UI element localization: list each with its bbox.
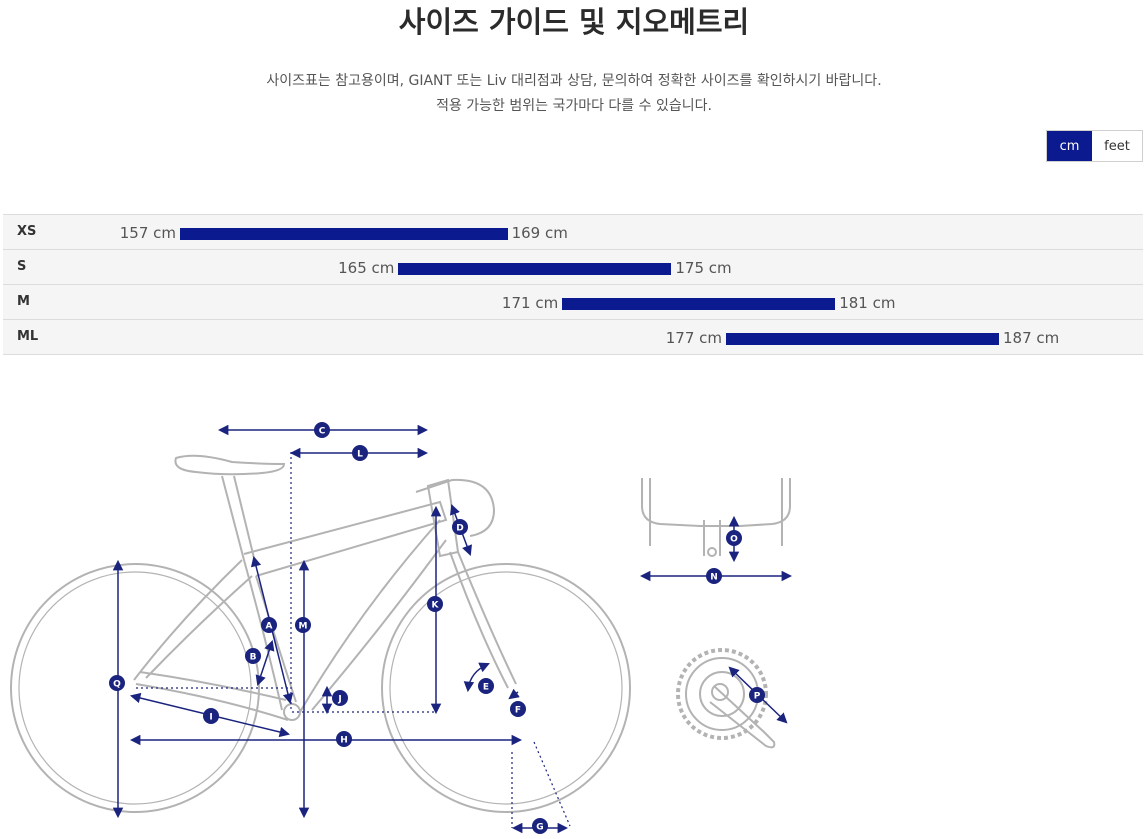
size-label: XS (17, 224, 37, 239)
range-max-label: 169 cm (511, 224, 568, 242)
range-min-label: 157 cm (119, 224, 176, 242)
marker-a: A (261, 617, 277, 633)
svg-text:N: N (710, 573, 718, 583)
svg-text:H: H (340, 736, 348, 746)
size-row-xs: XS 157 cm 169 cm (3, 215, 1143, 250)
marker-d: D (452, 519, 468, 535)
saddle (174, 454, 286, 476)
marker-l: L (352, 445, 368, 461)
marker-n: N (706, 568, 722, 584)
handlebar-detail (639, 478, 793, 582)
marker-j: J (332, 690, 348, 706)
range-min-label: 177 cm (665, 329, 722, 347)
unit-toggle: cm feet (1046, 130, 1143, 162)
svg-text:K: K (432, 601, 440, 611)
front-wheel (381, 563, 631, 813)
size-label: M (17, 294, 30, 309)
front-wheel-inner (389, 571, 623, 805)
svg-text:G: G (536, 823, 543, 833)
marker-h: H (336, 731, 352, 747)
range-bar (726, 333, 999, 345)
svg-text:A: A (266, 622, 273, 632)
svg-text:F: F (515, 706, 521, 716)
size-guide-note: 사이즈표는 참고용이며, GIANT 또는 Liv 대리점과 상담, 문의하여 … (266, 73, 882, 89)
marker-m: M (295, 617, 311, 633)
svg-text:D: D (456, 524, 463, 534)
range-max-label: 175 cm (675, 259, 732, 277)
range-bar (562, 298, 836, 310)
size-row-ml: ML 177 cm 187 cm (3, 320, 1143, 355)
bike-geometry-diagram: C L D K M A B Q J E F I H G O N P (10, 422, 793, 834)
unit-cm-button[interactable]: cm (1047, 131, 1092, 161)
svg-text:E: E (483, 683, 489, 693)
marker-k: K (427, 596, 443, 612)
svg-text:P: P (754, 692, 761, 702)
range-max-label: 181 cm (839, 294, 896, 312)
svg-text:J: J (337, 695, 341, 705)
svg-text:B: B (250, 653, 257, 663)
seatstay (133, 559, 253, 681)
size-row-m: M 171 cm 181 cm (3, 285, 1143, 320)
measurement-lines (112, 424, 569, 834)
marker-f: F (510, 701, 526, 717)
svg-text:O: O (730, 535, 738, 545)
marker-b: B (245, 648, 261, 664)
svg-text:C: C (319, 427, 326, 437)
guide-lines (136, 452, 571, 828)
stem-bars (415, 478, 496, 537)
bike-outline (10, 454, 631, 813)
size-row-s: S 165 cm 175 cm (3, 250, 1143, 285)
svg-text:Q: Q (113, 680, 121, 690)
range-min-label: 165 cm (338, 259, 395, 277)
range-min-label: 171 cm (501, 294, 559, 312)
rider-height-chart: XS 157 cm 169 cm S 165 cm 175 cm M 171 c… (3, 214, 1143, 355)
top-tube (243, 500, 448, 577)
down-tube (299, 519, 447, 713)
fork (449, 551, 517, 689)
range-bar (398, 263, 672, 275)
marker-q: Q (109, 675, 125, 691)
marker-c: C (314, 422, 330, 438)
marker-g: G (532, 818, 548, 834)
marker-e: E (478, 678, 494, 694)
crankset-detail (676, 648, 788, 749)
marker-i: I (203, 708, 219, 724)
page-title: 사이즈 가이드 및 지오메트리 (398, 5, 750, 39)
svg-text:I: I (209, 713, 212, 723)
range-max-label: 187 cm (1003, 329, 1060, 347)
marker-p: P (749, 687, 765, 703)
marker-o: O (726, 530, 742, 546)
svg-text:M: M (299, 622, 308, 632)
range-bar (180, 228, 508, 240)
size-label: S (17, 259, 27, 274)
region-note: 적용 가능한 범위는 국가마다 다를 수 있습니다. (436, 98, 712, 114)
svg-text:L: L (357, 450, 363, 460)
size-label: ML (17, 329, 39, 344)
seatpost (221, 475, 255, 561)
unit-feet-button[interactable]: feet (1092, 131, 1142, 161)
